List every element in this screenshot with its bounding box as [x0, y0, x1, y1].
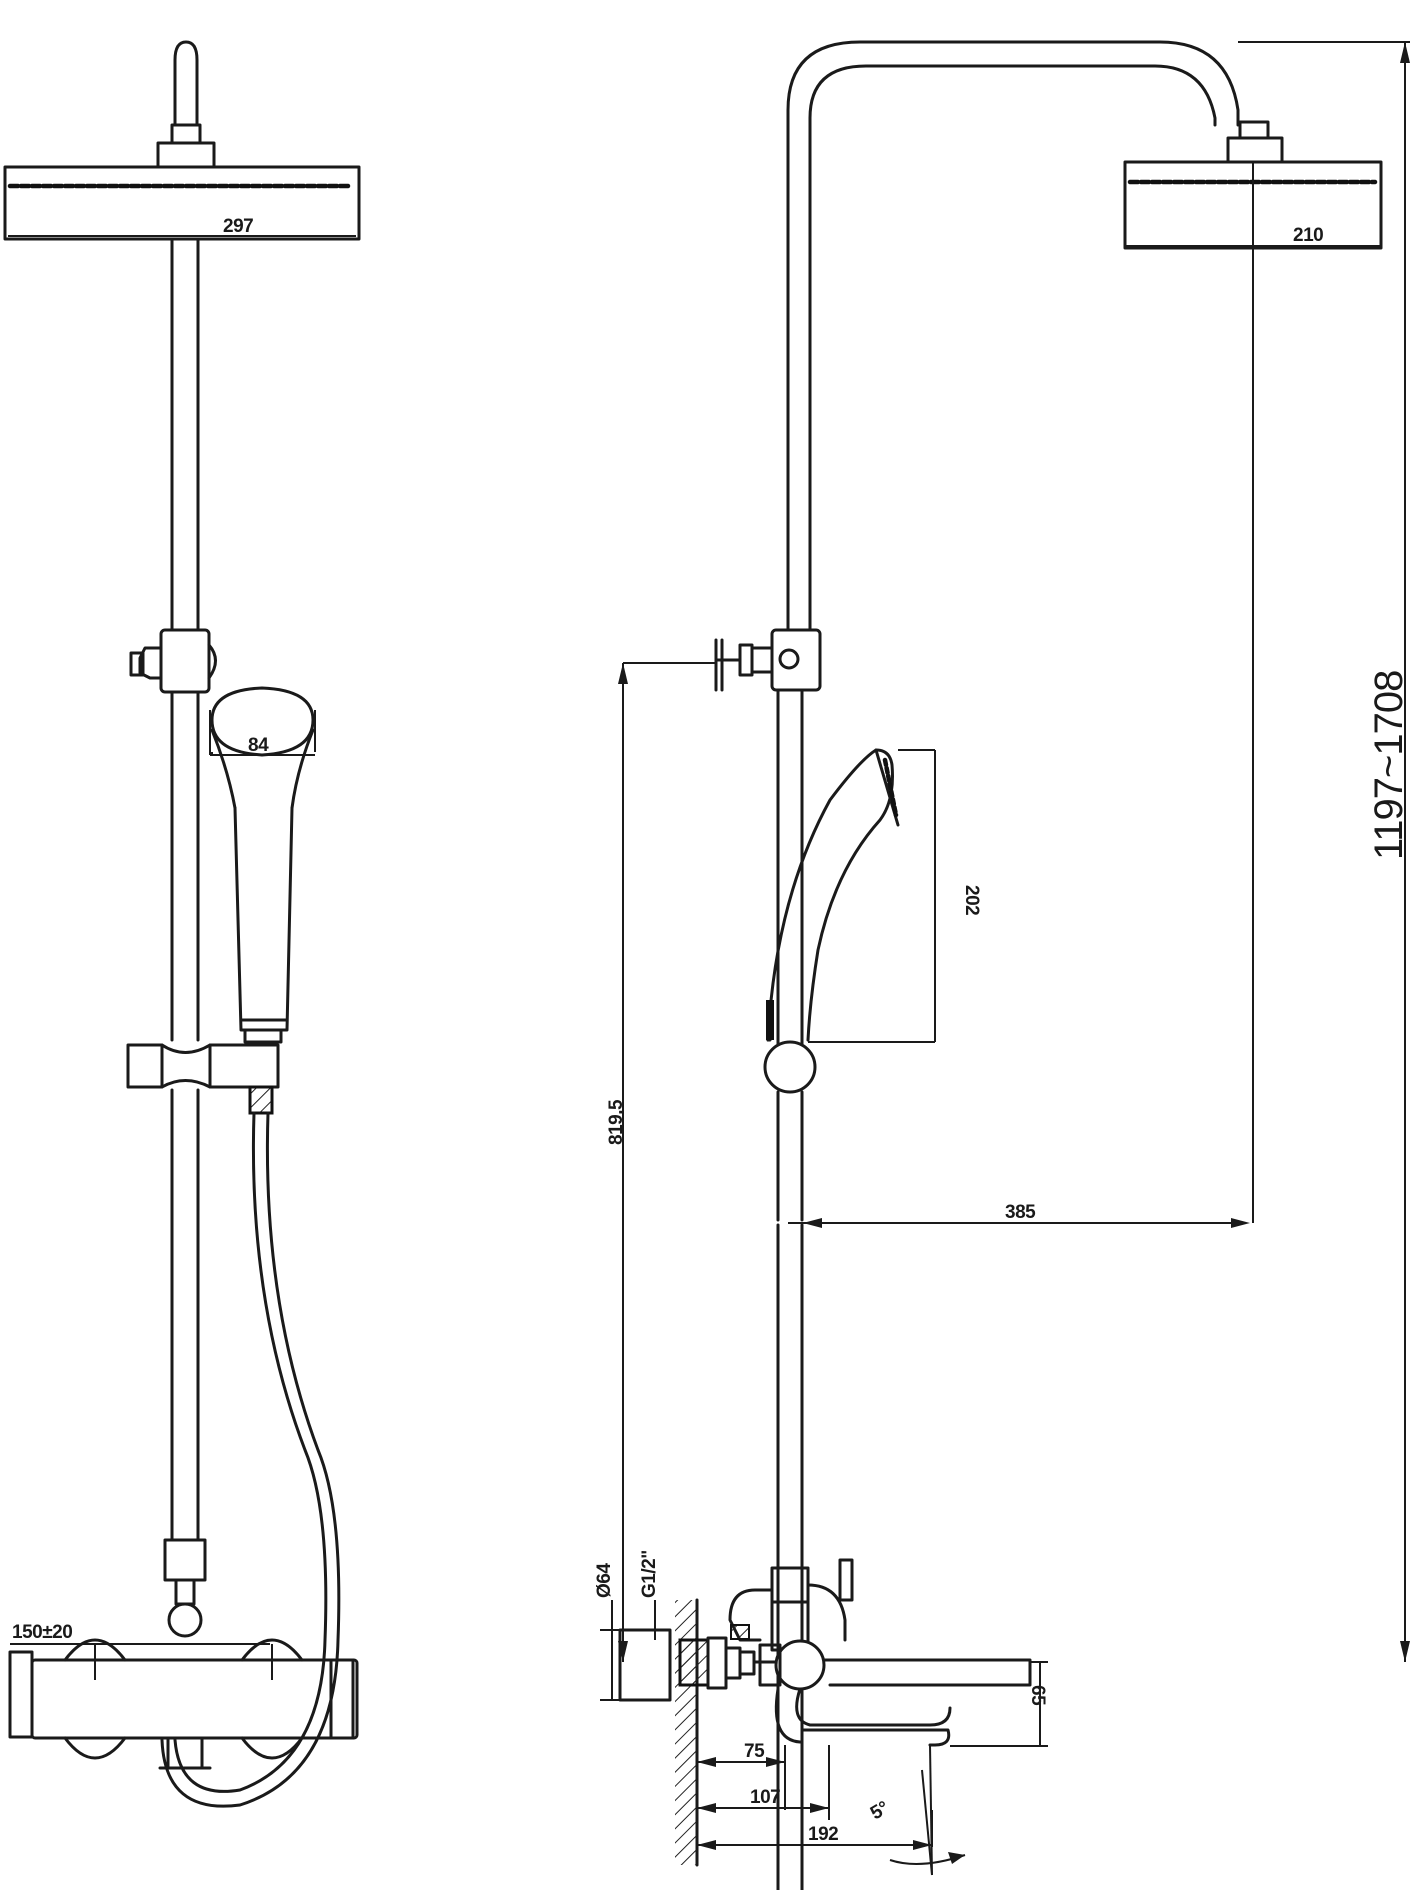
slider-knob-side [763, 1040, 817, 1094]
dim-385-label: 385 [1005, 1202, 1036, 1223]
dim-total-height-label: 1197~1708 [1367, 671, 1411, 860]
dim-210-label: 210 [1293, 225, 1323, 246]
slider-holder-front [126, 1043, 280, 1115]
wall-section [618, 1598, 778, 1867]
dim-84-label: 84 [248, 735, 269, 756]
top-connector-side [714, 628, 822, 692]
front-view: 297 84 [3, 40, 361, 1808]
dim-150-label: 150±20 [12, 1622, 72, 1643]
dim-d64-label: Ø64 [594, 1563, 615, 1598]
dim-75-label: 75 [744, 1741, 765, 1762]
riser-pipe-front [129, 237, 217, 1542]
hand-shower-side [766, 748, 900, 1042]
dim-107-label: 107 [750, 1787, 780, 1808]
hose-front [160, 1111, 341, 1808]
dim-202-label: 202 [961, 885, 982, 915]
dim-297-label: 297 [223, 216, 253, 237]
mixer-body-front [8, 1638, 359, 1770]
overhead-arm [786, 40, 1240, 632]
rain-head-front [3, 165, 361, 241]
dim-819-label: 819.5 [606, 1099, 627, 1145]
hand-shower-front [210, 686, 315, 1044]
thread-label: G1/2" [639, 1550, 660, 1598]
dim-65-label: 65 [1027, 1685, 1048, 1706]
mixer-body-side [728, 1558, 1032, 1747]
angle-label: 5° [867, 1798, 892, 1825]
dim-192-label: 192 [808, 1824, 838, 1845]
side-view: 210 819.5 [594, 40, 1411, 1890]
